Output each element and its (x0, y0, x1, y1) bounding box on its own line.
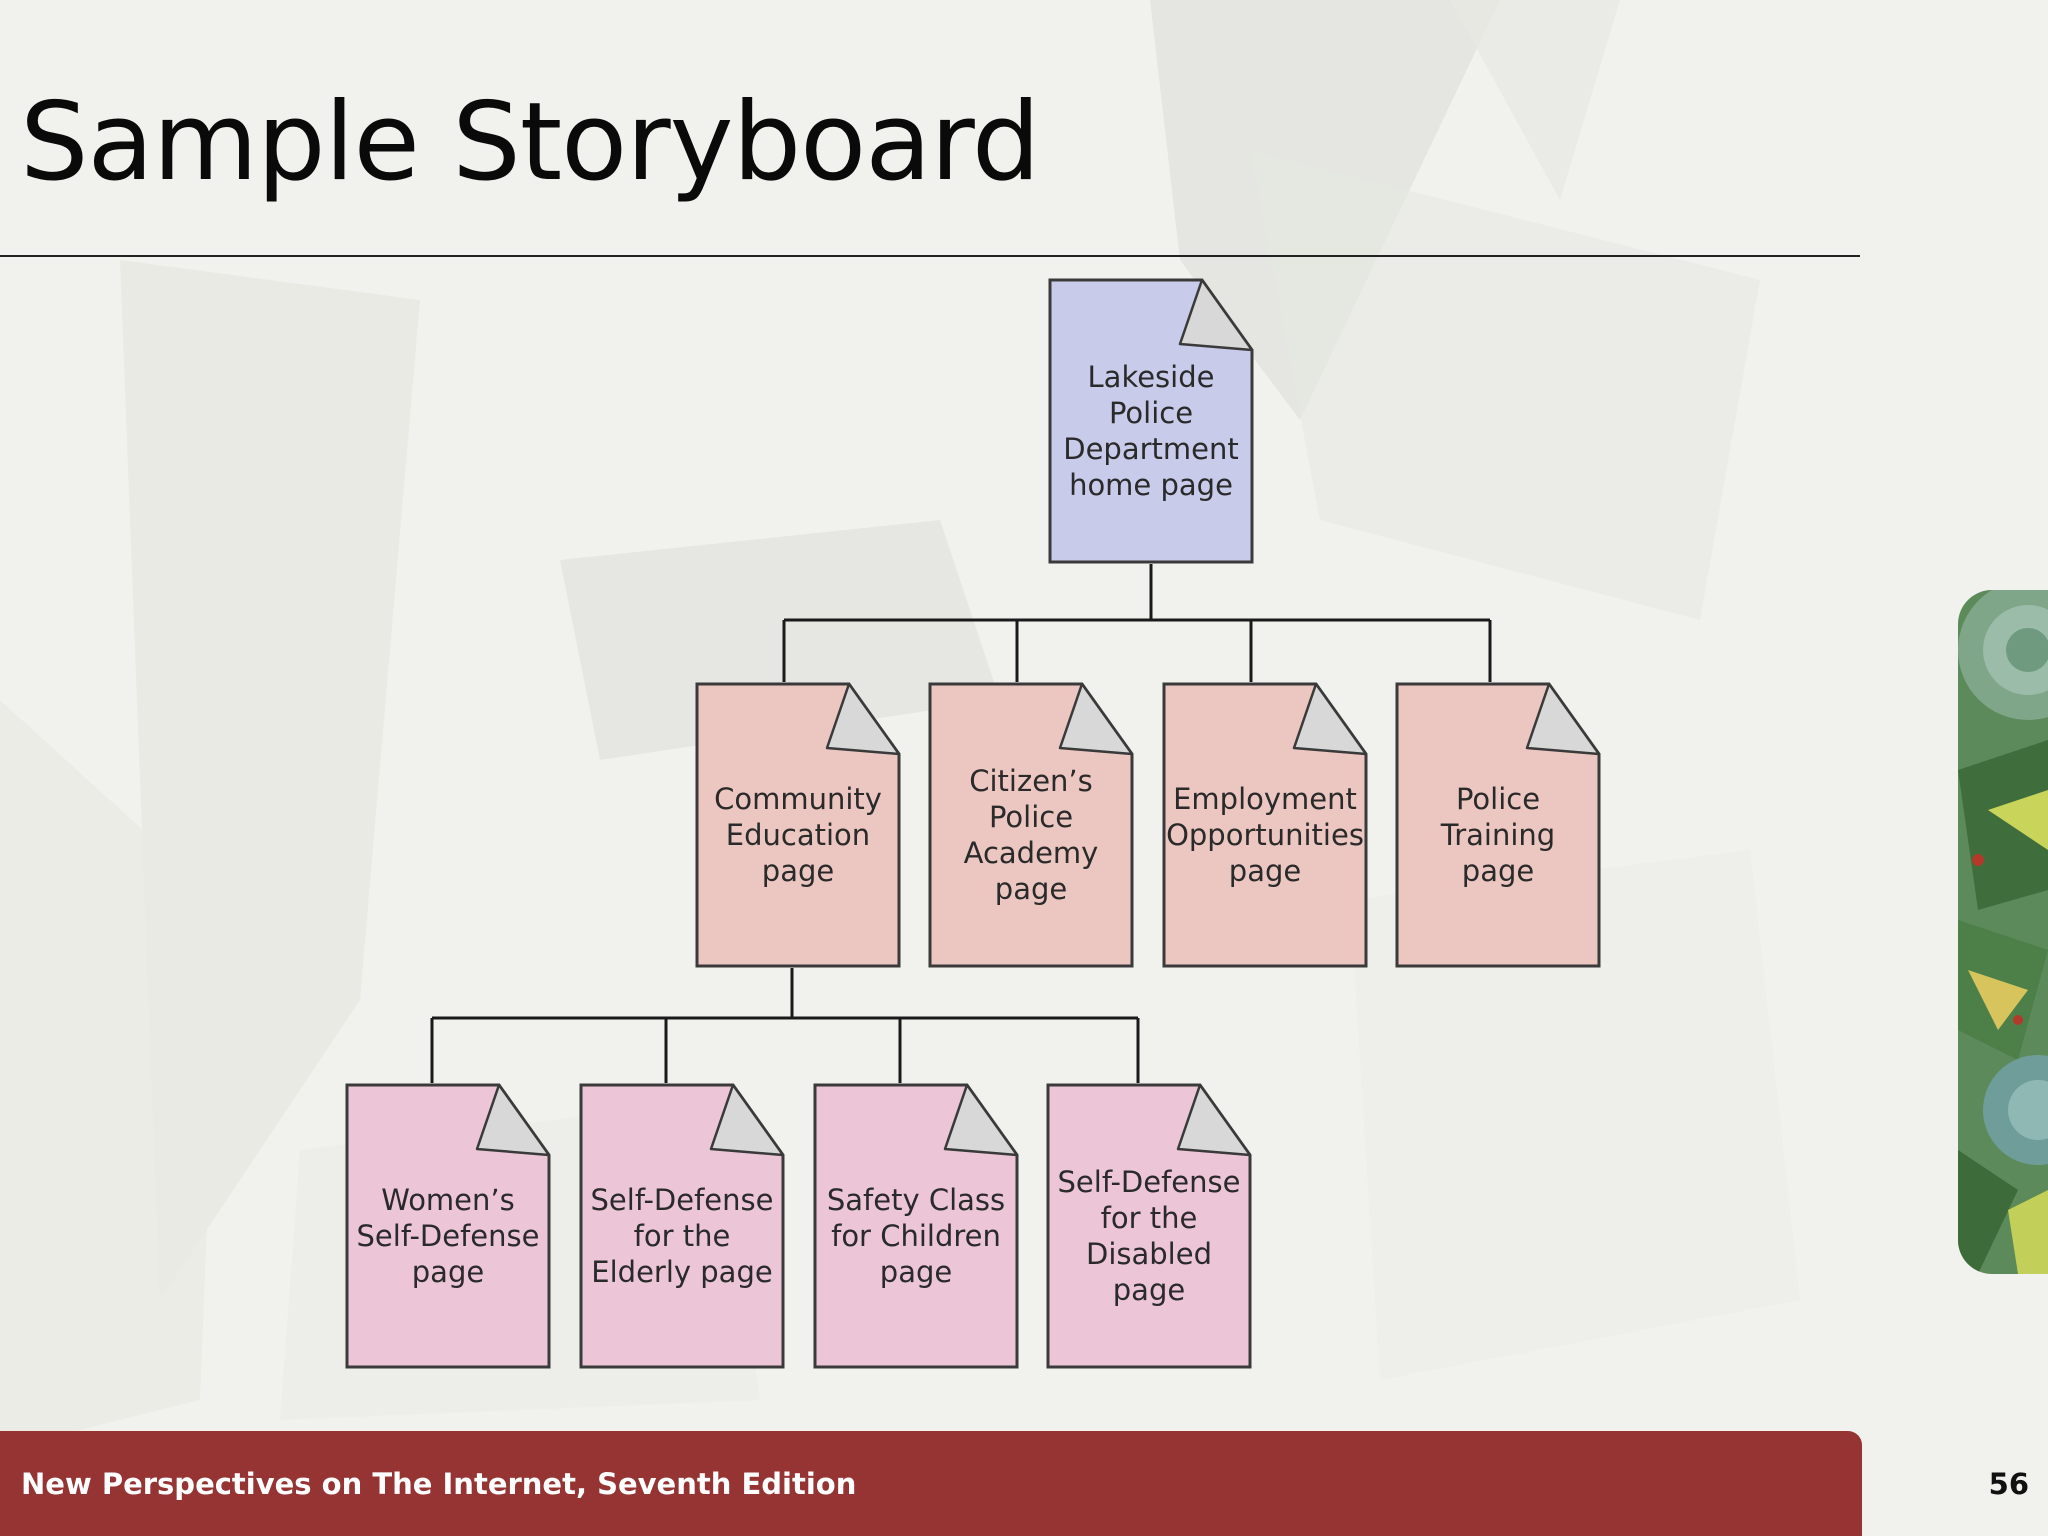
page-shape (345, 1083, 551, 1369)
node-label: Community Education page (714, 782, 882, 888)
footer-bar: New Perspectives on The Internet, Sevent… (0, 1431, 1862, 1536)
page-fold (709, 1083, 785, 1157)
page-fold (943, 1083, 1019, 1157)
page-fold (1058, 682, 1134, 756)
page-shape (1048, 278, 1254, 564)
page-shape (813, 1083, 1019, 1369)
node-label: Employment Opportunities page (1166, 782, 1364, 888)
node-police-training: Police Training page (1395, 682, 1601, 968)
node-employment-opportunities: Employment Opportunities page (1162, 682, 1368, 968)
page-body (1162, 682, 1368, 968)
page-fold (1292, 682, 1368, 756)
page-number: 56 (1988, 1466, 2029, 1501)
page-body (1046, 1083, 1252, 1369)
title-divider (0, 255, 1860, 257)
node-self-defense-elderly: Self-Defense for the Elderly page (579, 1083, 785, 1369)
page-body (813, 1083, 1019, 1369)
page-fold (475, 1083, 551, 1157)
page-fold (1525, 682, 1601, 756)
page-fold (1176, 1083, 1252, 1157)
page-body (1395, 682, 1601, 968)
node-label: Police Training page (1440, 782, 1556, 888)
node-label: Citizen’s Police Academy page (963, 764, 1099, 906)
node-label: Lakeside Police Department home page (1063, 360, 1239, 502)
page-fold (825, 682, 901, 756)
node-home-page: Lakeside Police Department home page (1048, 278, 1254, 564)
footer-text: New Perspectives on The Internet, Sevent… (21, 1466, 857, 1501)
node-community-education: Community Education page (695, 682, 901, 968)
page-body (928, 682, 1134, 968)
page-shape (1162, 682, 1368, 968)
page-shape (928, 682, 1134, 968)
page-shape (695, 682, 901, 968)
page-fold (1178, 278, 1254, 352)
page-shape (1046, 1083, 1252, 1369)
node-citizens-police-academy: Citizen’s Police Academy page (928, 682, 1134, 968)
page-body (695, 682, 901, 968)
node-label: Safety Class for Children page (826, 1183, 1006, 1289)
node-womens-self-defense: Women’s Self-Defense page (345, 1083, 551, 1369)
decorative-side-image (1958, 590, 2048, 1274)
node-label: Self-Defense for the Elderly page (590, 1183, 774, 1289)
node-label: Women’s Self-Defense page (356, 1183, 540, 1289)
slide-title: Sample Storyboard (20, 80, 1040, 205)
page-body (345, 1083, 551, 1369)
page-body (1048, 278, 1254, 564)
page-shape (1395, 682, 1601, 968)
node-label: Self-Defense for the Disabled page (1057, 1165, 1241, 1307)
node-self-defense-disabled: Self-Defense for the Disabled page (1046, 1083, 1252, 1369)
page-shape (579, 1083, 785, 1369)
page-body (579, 1083, 785, 1369)
node-safety-class-children: Safety Class for Children page (813, 1083, 1019, 1369)
